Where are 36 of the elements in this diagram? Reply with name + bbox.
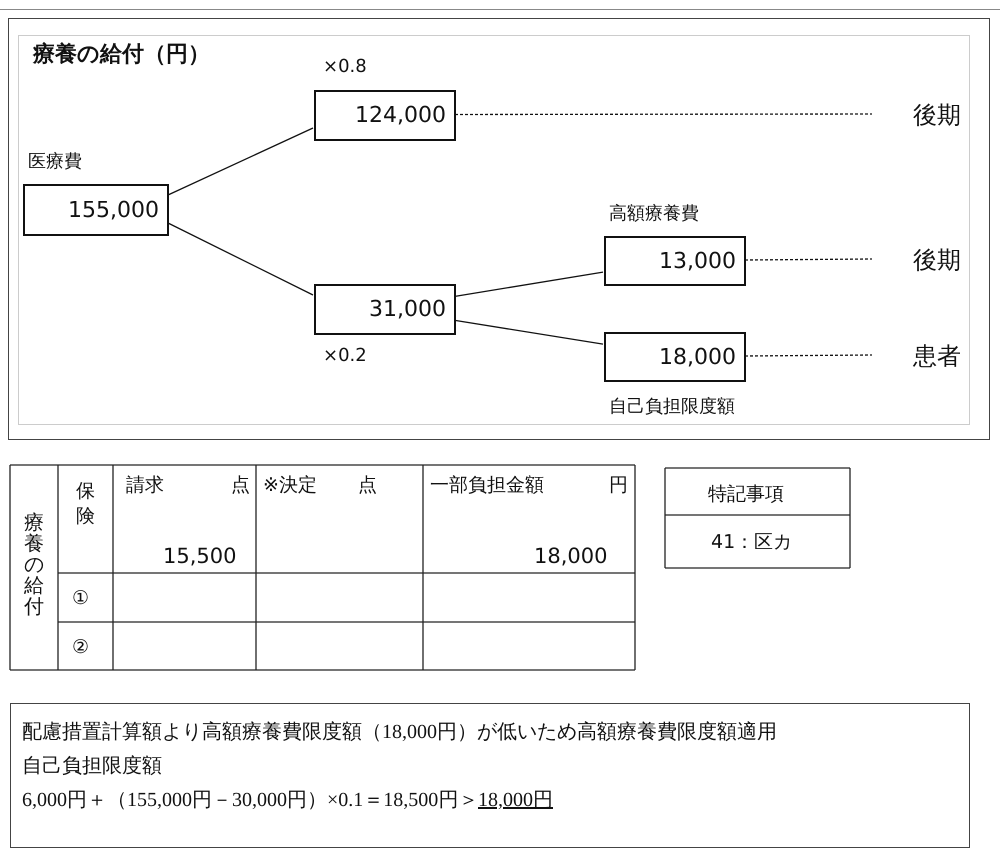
- note-text: 6,000円＋（155,000円－30,000円）×0.1＝18,500円＞: [22, 788, 478, 813]
- column-header: ※決定: [263, 473, 317, 498]
- annotation-text: 自己負担限度額: [609, 395, 735, 418]
- value-box: 31,000: [314, 284, 456, 335]
- unit-text: 点: [231, 473, 250, 498]
- annotation-text: ×0.8: [323, 56, 367, 77]
- column-header: 一部負担金額: [430, 473, 544, 498]
- column-header: 請求: [126, 473, 164, 498]
- connector-line: [454, 320, 604, 345]
- connector-line: [454, 271, 604, 298]
- value-box: 13,000: [604, 236, 746, 286]
- dashed-line: [745, 258, 872, 261]
- note-text: 自己負担限度額: [22, 754, 162, 779]
- value-box: 155,000: [23, 184, 169, 236]
- note-text: 配慮措置計算額より高額療養費限度額（18,000円）が低いため高額療養費限度額適用: [22, 720, 777, 745]
- box-heading: 特記事項: [708, 482, 784, 507]
- group-heading: 療養の給付（円）: [33, 41, 210, 69]
- connector-line: [168, 222, 314, 296]
- row-number: ②: [72, 636, 90, 658]
- annotation-text: 高額療養費: [609, 202, 699, 225]
- vertical-heading: 療養の給付: [24, 512, 44, 617]
- row-number: ①: [72, 587, 90, 609]
- unit-text: 円: [609, 473, 628, 498]
- box-text: 41：区カ: [711, 530, 792, 555]
- connector-line: [168, 127, 314, 196]
- vertical-heading: 保険: [76, 479, 96, 528]
- cell-value: 15,500: [163, 544, 236, 568]
- annotation-text: ×0.2: [323, 345, 367, 366]
- value-box: 18,000: [604, 332, 746, 382]
- unit-text: 点: [358, 473, 377, 498]
- note-result: 18,000円: [478, 788, 553, 813]
- annotation-text: 医療費: [28, 150, 82, 173]
- cell-value: 18,000: [534, 544, 608, 568]
- dashed-line: [745, 354, 872, 357]
- dashed-line: [455, 113, 872, 116]
- value-box: 124,000: [314, 90, 456, 141]
